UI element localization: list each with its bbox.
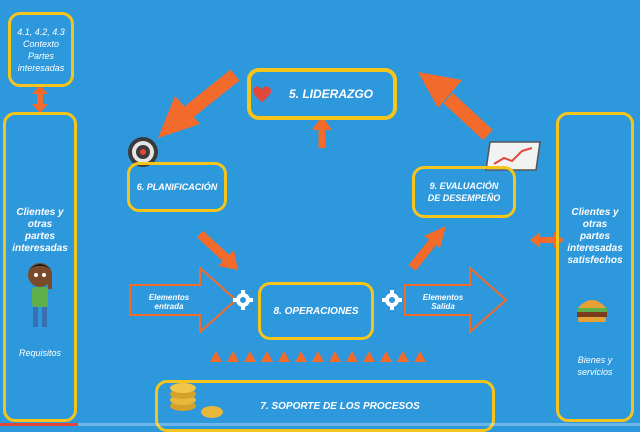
operaciones-box: 8. OPERACIONES [258, 282, 374, 340]
context-line4: interesadas [17, 62, 65, 73]
gear-icon-output [382, 290, 402, 310]
burger-icon [577, 300, 607, 322]
context-line2: Contexto [22, 38, 60, 49]
right-panel-line1: Clientes y [571, 207, 619, 218]
gear-icon-input [233, 290, 253, 310]
right-panel: Clientes y otras partes interesadas sati… [556, 112, 634, 422]
chart-monitor-icon [485, 141, 541, 171]
output-outline-arrow [404, 265, 508, 335]
outputs-label: Elementos Salida [422, 293, 464, 311]
double-arrow-context-left [32, 85, 48, 113]
left-panel-footer: Requisitos [18, 348, 62, 358]
right-panel-footer: Bienes y servicios [560, 354, 630, 378]
liderazgo-label: 5. LIDERAZGO [288, 87, 373, 101]
context-line3: Partes [27, 50, 54, 61]
soporte-label: 7. SOPORTE DE LOS PROCESOS [260, 401, 420, 412]
arrow-up-liderazgo [312, 116, 332, 148]
arrow-evaluacion-to-liderazgo [418, 72, 493, 141]
right-panel-footer2: servicios [577, 367, 613, 377]
arrow-operaciones-to-evaluacion [408, 226, 446, 271]
right-panel-line2: otras [582, 219, 608, 230]
planificacion-label: 6. PLANIFICACIÓN [136, 182, 218, 192]
right-panel-line3: partes [579, 231, 610, 242]
inputs-label: Elementos entrada [148, 293, 190, 311]
left-panel-line2: otras [27, 219, 53, 230]
boy-character-icon [28, 263, 52, 327]
context-box: 4.1, 4.2, 4.3 Contexto Partes interesada… [8, 12, 74, 87]
planificacion-box: 6. PLANIFICACIÓN [127, 162, 227, 212]
right-panel-line4: interesadas [567, 243, 623, 254]
left-panel: Clientes y otras partes interesadas [3, 112, 77, 422]
arrow-planificacion-to-operaciones [196, 230, 238, 270]
heart-icon [253, 86, 271, 103]
liderazgo-box: 5. LIDERAZGO [247, 68, 397, 120]
coins-icon [170, 383, 223, 418]
context-line1: 4.1, 4.2, 4.3 [17, 26, 65, 37]
evaluacion-line1: 9. EVALUACIÓN [429, 181, 499, 191]
arrow-liderazgo-to-planificacion [158, 69, 240, 138]
support-triangles [210, 351, 426, 362]
left-panel-line3: partes [24, 231, 55, 242]
left-panel-line1: Clientes y [16, 207, 64, 218]
target-icon [128, 137, 158, 167]
evaluacion-line2: DE DESEMPEÑO [427, 193, 501, 203]
right-panel-footer1: Bienes y [577, 355, 613, 365]
left-panel-line4: interesadas [12, 243, 68, 254]
right-panel-line5: satisfechos [567, 255, 623, 266]
evaluacion-box: 9. EVALUACIÓN DE DESEMPEÑO [412, 166, 516, 218]
operaciones-label: 8. OPERACIONES [273, 305, 359, 317]
input-outline-arrow [129, 265, 238, 335]
video-progress-bar[interactable] [0, 423, 640, 426]
